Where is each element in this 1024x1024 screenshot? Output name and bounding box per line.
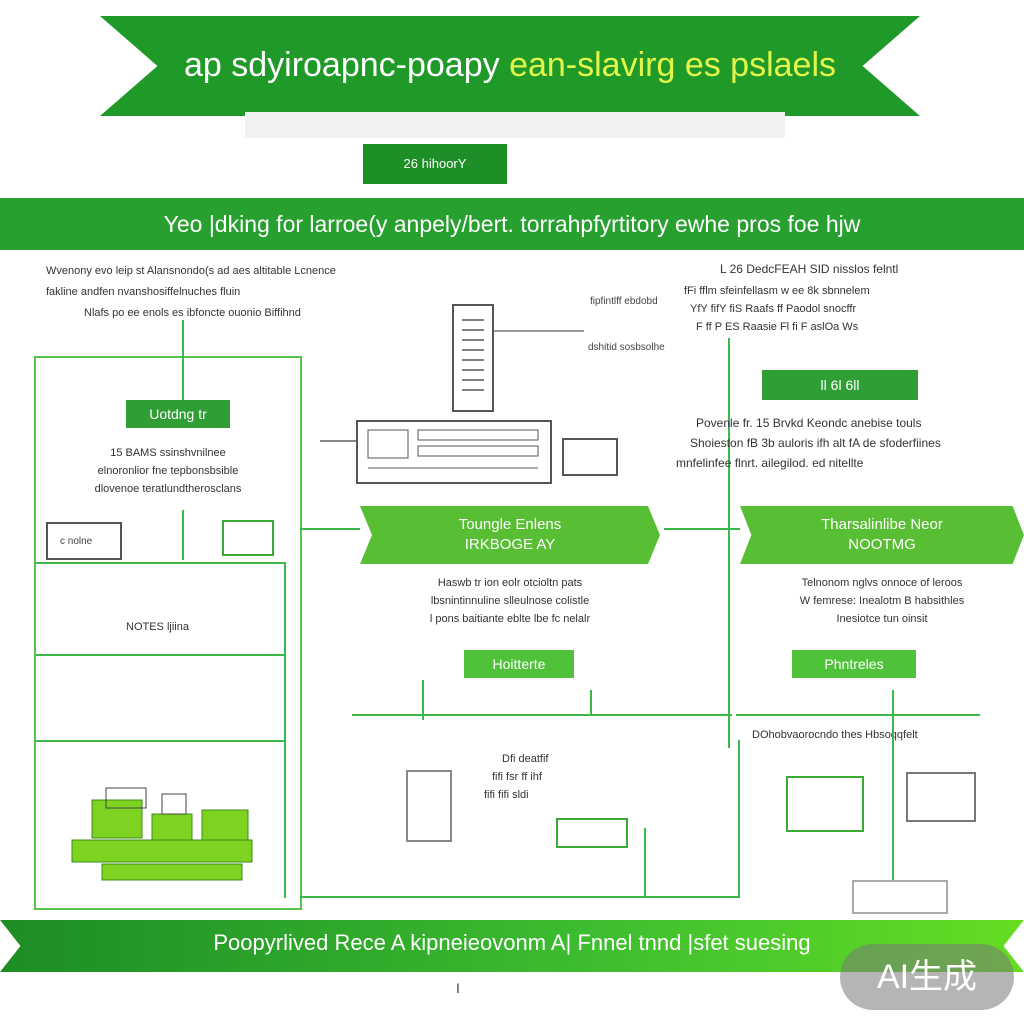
mid-device-caption: dshitid sosbsolhe bbox=[588, 342, 665, 353]
title-highlight: ean-slavirg es pslaels bbox=[509, 46, 837, 84]
ai-generated-watermark: AI生成 bbox=[840, 944, 1014, 1010]
left-text-2: elnoronlior fne tepbonsbsible bbox=[97, 465, 239, 477]
center-chevron-line-2: IRKBOGE AY bbox=[464, 536, 556, 553]
right-chevron: Tharsalinlibe Neor NOOTMG bbox=[740, 506, 1024, 564]
center-bus-line bbox=[352, 714, 732, 716]
panel-grid-icon bbox=[367, 429, 539, 469]
footer-marker: I bbox=[456, 980, 460, 996]
control-panel-sketch bbox=[356, 420, 552, 484]
right-generator-sketch bbox=[786, 776, 864, 832]
center-chevron-line-1: Toungle Enlens bbox=[458, 516, 562, 533]
right-chevron-text-2: W femrese: Inealotm B habsithles bbox=[799, 595, 965, 607]
top-right-note-line-1: L 26 DedcFEAH SID nisslos felntl bbox=[720, 262, 899, 276]
center-battery-sketch bbox=[556, 818, 628, 848]
left-divider-3 bbox=[36, 740, 286, 742]
panel-connector bbox=[320, 440, 356, 442]
center-note-3: fifi fifi sldi bbox=[484, 789, 529, 801]
left-divider-1 bbox=[36, 562, 286, 564]
right-bus-line bbox=[736, 714, 980, 716]
center-drop-2 bbox=[590, 690, 592, 716]
server-rack-sketch bbox=[452, 304, 494, 412]
page-title: ap sdyiroapnc-poapy ean-slavirg es pslae… bbox=[150, 46, 870, 85]
right-center-connector bbox=[664, 528, 740, 530]
ribbon-underlay bbox=[245, 112, 785, 138]
left-device-label: c nolne bbox=[60, 536, 93, 547]
mid-device-label: fipfintlff ebdobd bbox=[590, 296, 658, 307]
left-notes-label: NOTES ljiina bbox=[126, 621, 189, 633]
top-left-note-line-2: fakline andfen nvanshosiffelnuches fluin bbox=[46, 286, 241, 298]
left-device-box: c nolne bbox=[46, 522, 122, 560]
top-right-note-line-3: YfY fifY fiS Raafs ff Paodol snocffr bbox=[690, 303, 857, 315]
footer-text: Poopyrlived Rece A kipneieovonm A| Fnnel… bbox=[213, 930, 811, 955]
title-main: ap sdyiroapnc-poapy bbox=[183, 46, 500, 84]
meter-box-sketch bbox=[562, 438, 618, 476]
center-note-1: Dfi deatfif bbox=[502, 753, 549, 765]
center-text-1: Haswb tr ion eolr otcioltn pats bbox=[437, 577, 583, 589]
rack-lines-icon bbox=[462, 319, 484, 391]
center-left-connector bbox=[300, 528, 360, 530]
top-left-note-line-1: Wvenony evo leip st Alansnondo(s ad aes … bbox=[46, 265, 336, 277]
left-top-connector bbox=[182, 320, 184, 400]
right-bottom-trunk bbox=[738, 740, 740, 898]
right-text-2: Shoieston fB 3b auloris ifh alt fA de sf… bbox=[690, 436, 941, 450]
industrial-equipment-icon bbox=[71, 787, 253, 881]
center-drop-1 bbox=[422, 680, 424, 720]
left-text-3: dlovenoe teratlundtherosclans bbox=[94, 483, 242, 495]
right-base-sketch bbox=[852, 880, 948, 914]
right-column-pill: ll 6l 6ll bbox=[762, 370, 918, 400]
header-ribbon bbox=[100, 16, 920, 116]
right-text-3: mnfelinfee flnrt. ailegilod. ed nitellte bbox=[676, 456, 864, 470]
right-text-1: Povenle fr. 15 Brvkd Keondc anebise toul… bbox=[696, 416, 922, 430]
left-column-frame bbox=[34, 356, 302, 910]
right-chevron-line-1: Tharsalinlibe Neor bbox=[821, 516, 943, 533]
right-bottom-note: DOhobvaorocndo thes Hbsoqqfelt bbox=[752, 729, 918, 741]
right-printer-sketch bbox=[906, 772, 976, 822]
left-divider-2 bbox=[36, 654, 286, 656]
center-text-3: l pons baitiante eblte lbe fc nelalr bbox=[429, 613, 591, 625]
top-left-note-line-3: Nlafs po ee enols es ibfoncte ouonio Bif… bbox=[84, 307, 301, 319]
bottom-bus-line bbox=[300, 896, 740, 898]
top-right-note-line-4: F ff P ES Raasie Fl fi F aslOa Ws bbox=[696, 321, 859, 333]
right-drop-line bbox=[892, 690, 894, 886]
right-chevron-line-2: NOOTMG bbox=[848, 536, 916, 553]
subtitle-banner: Yeo |dking for larroe(y anpely/bert. tor… bbox=[0, 198, 1024, 250]
right-chevron-text-1: Telnonom nglvs onnoce of leroos bbox=[801, 577, 963, 589]
center-pill: Hoitterte bbox=[464, 650, 574, 678]
right-chevron-text-3: Inesiotce tun oinsit bbox=[836, 613, 928, 625]
left-text-1: 15 BAMS ssinshvnilnee bbox=[110, 447, 226, 459]
left-column-pill: Uotdng tr bbox=[126, 400, 230, 428]
center-text-2: lbsnintinnuline slleulnose colistle bbox=[430, 595, 590, 607]
rack-connector bbox=[494, 330, 584, 332]
left-battery-sketch bbox=[222, 520, 274, 556]
header-tag: 26 hihoorY bbox=[363, 144, 507, 184]
center-bottom-drop bbox=[644, 828, 646, 898]
center-note-2: fifi fsr ff ihf bbox=[492, 771, 542, 783]
right-chevron-pill: Phntreles bbox=[792, 650, 916, 678]
top-right-note-line-2: fFi fflm sfeinfellasm w ee 8k sbnnelem bbox=[684, 285, 870, 297]
left-inner-frame bbox=[284, 562, 286, 898]
center-tank-sketch bbox=[406, 770, 452, 842]
center-chevron: Toungle Enlens IRKBOGE AY bbox=[360, 506, 660, 564]
right-vertical-trunk bbox=[728, 338, 730, 748]
left-mid-connector bbox=[182, 510, 184, 560]
